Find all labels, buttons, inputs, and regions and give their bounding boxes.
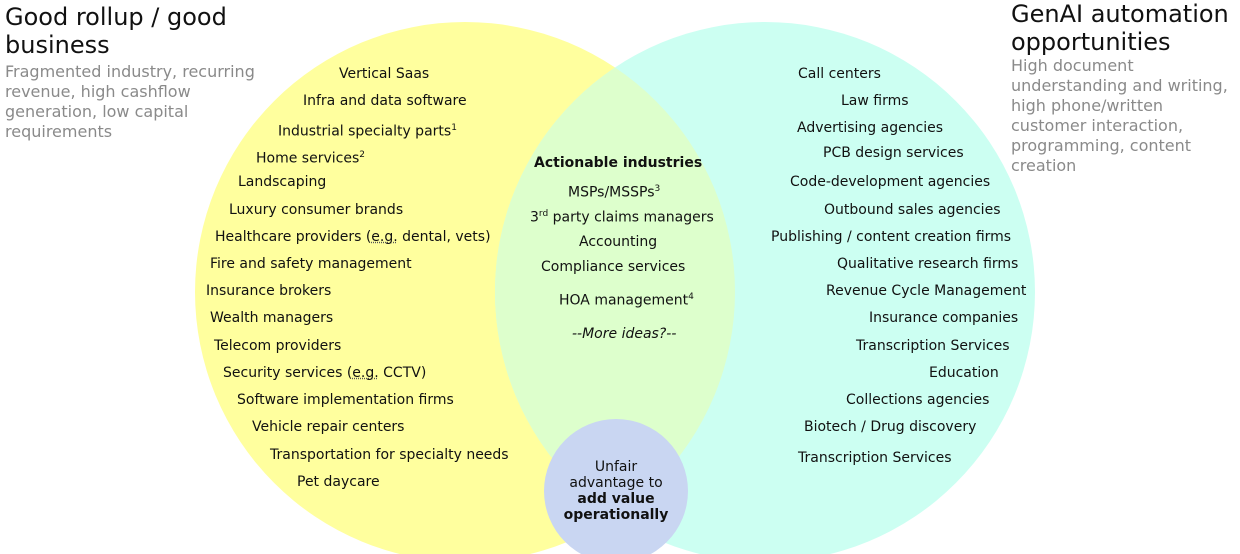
left-item-industrial-specialty-parts: Industrial specialty parts1 [278,120,457,141]
right-item-biotech: Biotech / Drug discovery [804,419,977,435]
footnote-marker: 1 [451,123,457,133]
left-item-fire-safety: Fire and safety management [210,256,412,272]
unfair-bold-2: operationally [563,507,669,523]
left-item-pet-daycare: Pet daycare [297,474,380,490]
more-ideas-text: --More ideas?-- [572,326,677,342]
left-item-label: Industrial specialty parts [278,123,452,140]
right-item-transcription-2: Transcription Services [798,450,952,466]
right-item-collections: Collections agencies [846,392,990,408]
intersection-item-msps: MSPs/MSSPs3 [568,181,660,202]
left-item-security-services: Security services (e.g. CCTV) [223,365,427,381]
left-item-telecom-providers: Telecom providers [214,338,342,354]
intersection-item-prefix: 3 [530,209,539,226]
right-item-qualitative-research: Qualitative research firms [837,256,1019,272]
left-item-label: Home services [256,150,360,167]
eg-abbreviation: e.g. [371,229,398,245]
intersection-item-accounting: Accounting [579,234,658,250]
right-item-education: Education [929,365,999,381]
right-item-revenue-cycle: Revenue Cycle Management [826,283,1027,299]
right-item-transcription-1: Transcription Services [856,338,1010,354]
unfair-line-2: advantage to [569,475,663,491]
intersection-item-compliance: Compliance services [541,259,686,275]
left-item-wealth-managers: Wealth managers [210,310,334,326]
unfair-line-1: Unfair [594,459,638,475]
footnote-marker: 2 [359,150,365,160]
right-item-outbound-sales: Outbound sales agencies [824,202,1001,218]
left-item-infra-data-software: Infra and data software [303,93,467,109]
right-item-pcb-design: PCB design services [823,145,964,161]
unfair-bold-1: add value [577,491,655,507]
right-item-insurance-companies: Insurance companies [869,310,1019,326]
right-set-subtitle: High document understanding and writing,… [1011,56,1228,175]
right-item-call-centers: Call centers [798,66,881,82]
footnote-marker: 4 [688,292,694,302]
intersection-item-label: MSPs/MSSPs [568,184,655,201]
left-item-vertical-saas: Vertical Saas [339,66,430,82]
left-item-software-implementation: Software implementation firms [237,392,454,408]
left-item-vehicle-repair: Vehicle repair centers [252,419,405,435]
ordinal-suffix: rd [538,209,549,219]
unfair-advantage-text: Unfair advantage to add value operationa… [548,459,684,523]
right-item-advertising-agencies: Advertising agencies [797,120,944,136]
right-item-code-development: Code-development agencies [790,174,991,190]
left-item-landscaping: Landscaping [238,174,327,190]
right-set-title: GenAI automation opportunities [1011,0,1229,56]
intersection-item-claims-managers: 3rd party claims managers [530,206,714,227]
left-set-title: Good rollup / good business [5,3,227,59]
footnote-marker: 3 [654,184,661,194]
eg-abbreviation: e.g. [352,365,379,381]
left-item-home-services: Home services2 [256,147,365,168]
intersection-item-label: HOA management [559,292,689,309]
left-item-insurance-brokers: Insurance brokers [206,283,332,299]
intersection-item-label: party claims managers [548,209,714,226]
right-item-publishing: Publishing / content creation firms [771,229,1012,245]
left-item-transportation: Transportation for specialty needs [270,447,509,463]
intersection-item-hoa: HOA management4 [559,289,694,310]
right-item-law-firms: Law firms [841,93,909,109]
bottom-circle [544,419,688,554]
left-set-subtitle: Fragmented industry, recurring revenue, … [5,62,255,141]
left-item-luxury-consumer-brands: Luxury consumer brands [229,202,404,218]
left-item-healthcare-providers: Healthcare providers (e.g. dental, vets) [215,229,491,245]
intersection-heading: Actionable industries [534,155,703,171]
